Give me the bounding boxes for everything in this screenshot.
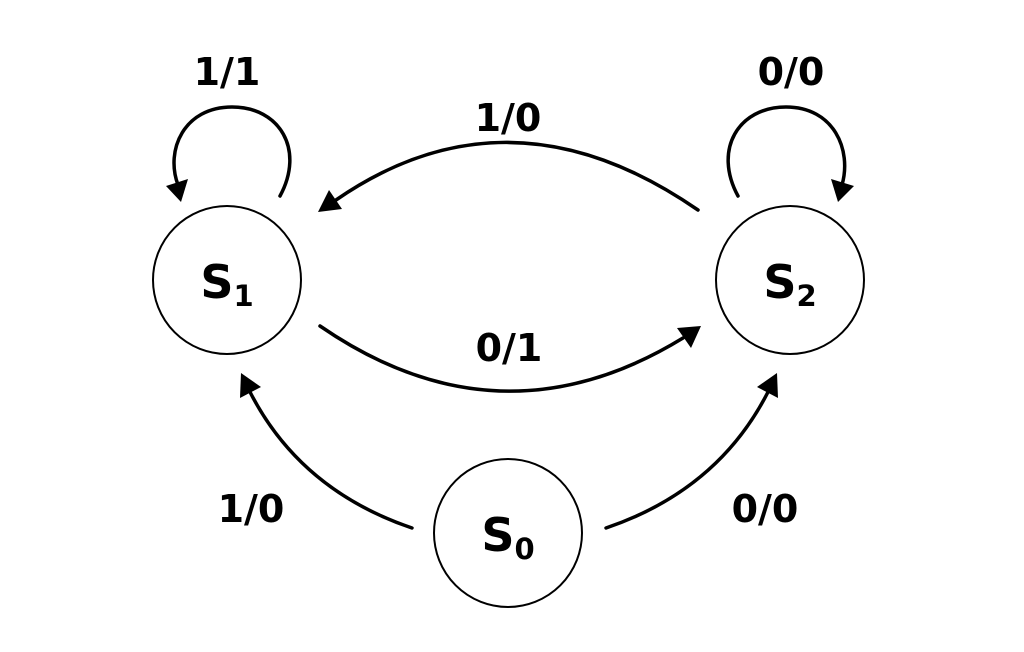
state-s2: S2 [715,205,865,355]
arrowhead-s2-self [831,179,854,202]
label-s0-to-s2: 0/0 [732,487,799,531]
label-s2-self: 0/0 [758,50,825,94]
arrowhead-s1-self [166,179,188,202]
label-s2-to-s1: 1/0 [475,96,542,140]
edge-s1-to-s2 [318,324,685,393]
arrowhead-s1-to-s2 [677,326,701,348]
svg-text:S0: S0 [481,508,534,566]
label-s1-self: 1/1 [194,50,261,94]
state-s1-name: S [200,255,233,309]
edge-s0-to-s1 [248,390,414,530]
state-s1-subscript: 1 [233,279,253,313]
label-s0-to-s1: 1/0 [218,487,285,531]
state-s2-name: S [763,255,796,309]
state-s0: S0 [433,458,583,608]
edge-s2-self-loop [726,105,847,198]
arrowhead-s0-to-s1 [240,373,261,398]
state-s2-subscript: 2 [796,279,816,313]
state-s0-name: S [481,508,514,562]
edge-s2-to-s1 [334,140,700,212]
arrowhead-s0-to-s2 [757,373,778,398]
svg-text:S1: S1 [200,255,253,313]
state-s1: S1 [152,205,302,355]
svg-text:S2: S2 [763,255,816,313]
label-s1-to-s2: 0/1 [476,326,543,370]
state-s0-subscript: 0 [514,532,534,566]
arrowhead-s2-to-s1 [318,190,342,212]
edge-s1-self-loop [172,105,292,198]
edge-s0-to-s2 [604,390,770,530]
